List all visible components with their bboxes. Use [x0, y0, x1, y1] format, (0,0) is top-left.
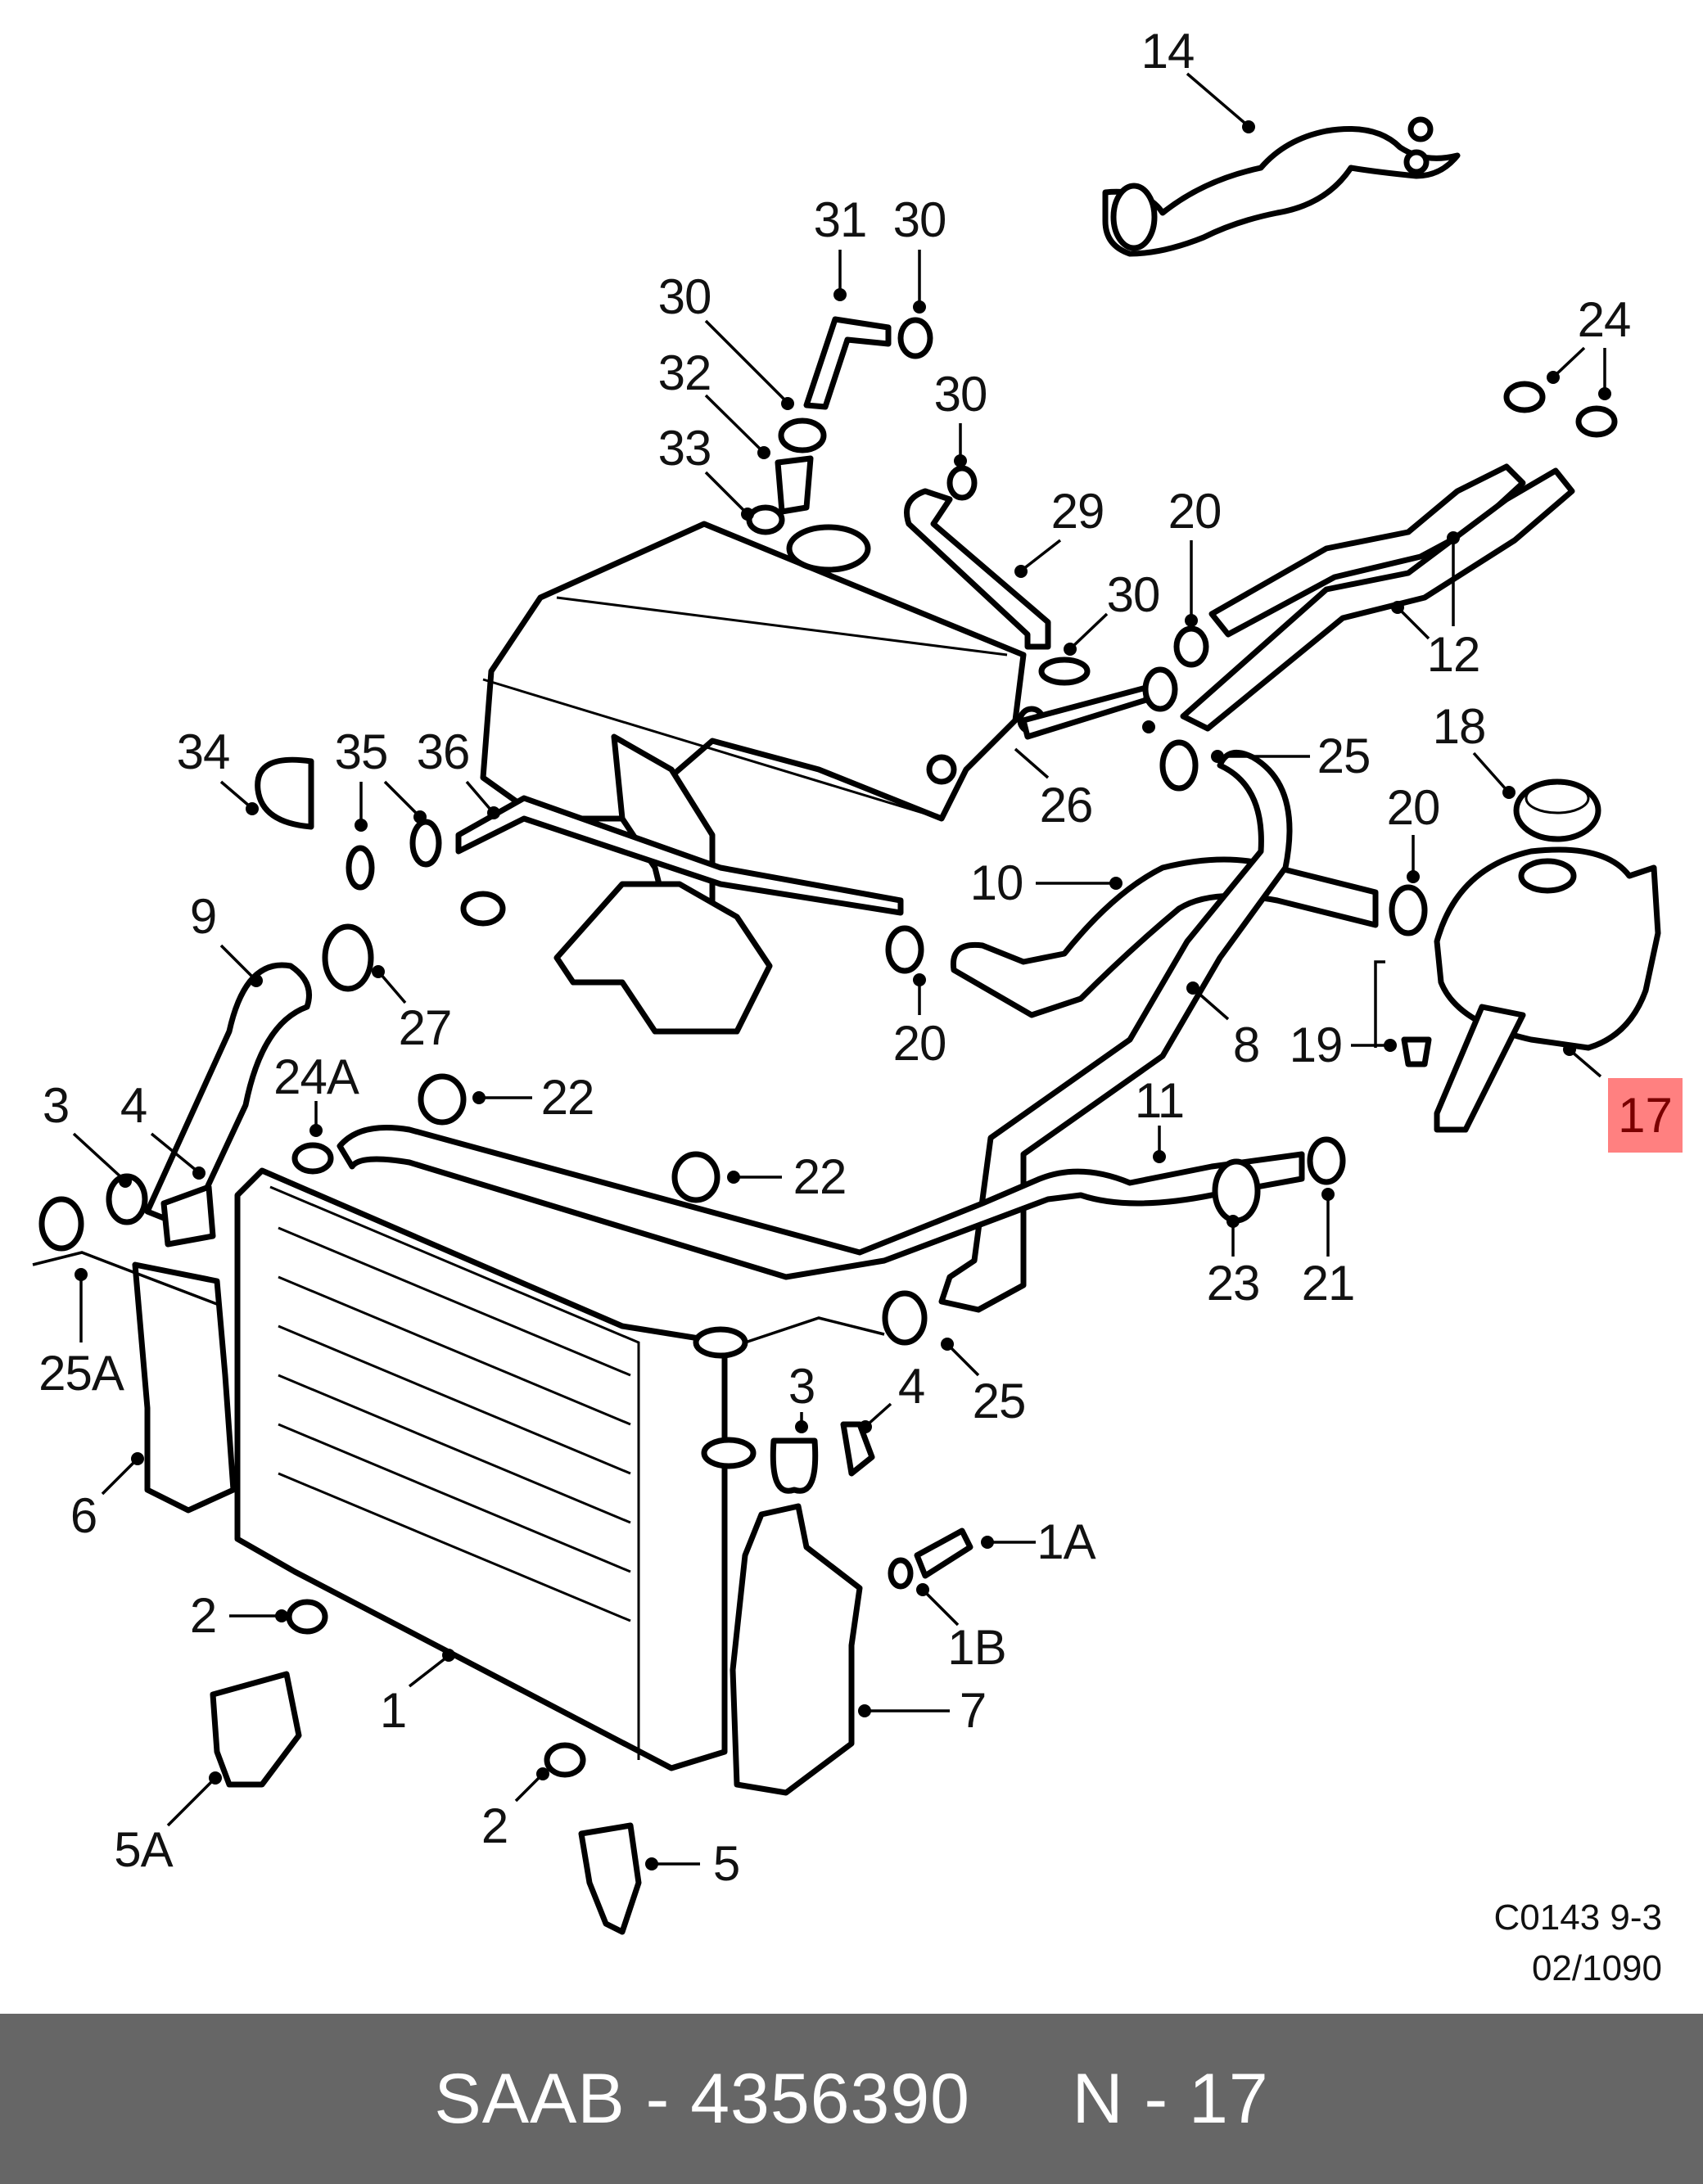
- callout-3: 3: [788, 1359, 815, 1414]
- callout-5: 5: [712, 1836, 740, 1891]
- part-35-clamp: [346, 845, 375, 891]
- part-20-clamp: [1173, 625, 1209, 668]
- part-31-hose: [803, 316, 892, 410]
- part-33-seal: [746, 504, 785, 535]
- part-5A-bracket: [210, 1671, 302, 1788]
- part-30-clamp: [778, 417, 827, 453]
- part-30-clamp: [1038, 657, 1091, 686]
- part-2-mount: [286, 1599, 328, 1635]
- part-20-clamp: [1389, 884, 1428, 936]
- callout-25: 25: [1317, 729, 1371, 783]
- part-1B-seal: [888, 1557, 914, 1590]
- callout-32: 32: [657, 345, 712, 400]
- part-19-screw: [1401, 1036, 1432, 1067]
- part-number-text: SAAB - 4356390 N - 17: [434, 2059, 1269, 2138]
- callout-25A: 25A: [38, 1346, 124, 1401]
- part-24-clamp: [1575, 405, 1618, 438]
- part-7-shroud: [730, 1503, 863, 1796]
- callout-26: 26: [1039, 778, 1094, 833]
- part-12-heater-pipes: [1180, 463, 1575, 732]
- callout-4: 4: [897, 1359, 925, 1414]
- part-18-cap: [1513, 778, 1601, 842]
- callout-24A: 24A: [273, 1049, 359, 1104]
- callout-30: 30: [1106, 567, 1161, 622]
- part-2-mount: [544, 1742, 586, 1778]
- part-34-hose: [255, 756, 314, 830]
- callout-27: 27: [398, 1000, 453, 1055]
- callout-22: 22: [540, 1070, 595, 1125]
- part-36-seal: [460, 891, 506, 927]
- callout-1A: 1A: [1037, 1514, 1095, 1569]
- part-4-bracket: [160, 1184, 216, 1248]
- callout-20: 20: [1386, 780, 1441, 835]
- part-5-bracket: [578, 1822, 642, 1935]
- callout-36: 36: [416, 724, 471, 779]
- callout-4: 4: [120, 1078, 147, 1133]
- callout-35: 35: [334, 724, 389, 779]
- part-35-clamp: [409, 819, 442, 868]
- callout-33: 33: [657, 421, 712, 476]
- part-21-clamp: [1307, 1136, 1346, 1185]
- drawing-reference: 02/1090: [1531, 1948, 1662, 1988]
- callout-14: 14: [1141, 24, 1195, 79]
- engine-assembly: [455, 521, 1046, 1035]
- callout-1B: 1B: [947, 1620, 1006, 1675]
- part-17-expansion-tank: [1434, 846, 1661, 1133]
- callout-2: 2: [189, 1588, 217, 1643]
- callout-21: 21: [1301, 1256, 1356, 1311]
- callout-17-highlighted[interactable]: 17: [1608, 1078, 1683, 1153]
- part-20-clamp: [885, 925, 924, 974]
- callout-19: 19: [1289, 1018, 1344, 1072]
- callout-3: 3: [42, 1078, 70, 1133]
- drawing-code: C0143 9-3: [1493, 1897, 1662, 1938]
- callout-25: 25: [972, 1374, 1027, 1428]
- part-25A-clamp: [38, 1196, 84, 1252]
- callout-5A: 5A: [114, 1822, 173, 1877]
- part-20-clamp: [1142, 666, 1178, 712]
- callout-8: 8: [1232, 1018, 1260, 1072]
- part-30-clamp: [946, 465, 978, 501]
- part-27-clamp: [322, 923, 374, 992]
- callout-6: 6: [70, 1488, 97, 1543]
- part-3-bushing: [770, 1437, 819, 1494]
- callout-30: 30: [892, 192, 947, 247]
- callout-31: 31: [813, 192, 868, 247]
- leader-lines: [32, 72, 1611, 1870]
- callout-11: 11: [1134, 1073, 1185, 1128]
- part-6-shroud: [132, 1261, 237, 1514]
- callout-20: 20: [892, 1016, 947, 1071]
- part-24A-clamp: [291, 1142, 334, 1175]
- callout-20: 20: [1168, 484, 1222, 539]
- part-14-heater-hose: [1102, 116, 1461, 257]
- callout-10: 10: [969, 855, 1024, 910]
- part-1-radiator: [234, 1167, 757, 1771]
- part-22-clip: [418, 1073, 467, 1126]
- part-30-clamp: [897, 317, 933, 359]
- part-23-clip: [1212, 1158, 1261, 1224]
- callout-23: 23: [1206, 1256, 1261, 1311]
- part-number-banner: SAAB - 4356390 N - 17: [0, 2014, 1703, 2184]
- part-25-clamp: [882, 1290, 928, 1346]
- callout-9: 9: [189, 889, 217, 944]
- part-29-hose: [904, 488, 1051, 650]
- callout-2: 2: [481, 1798, 508, 1853]
- callout-12: 12: [1426, 627, 1481, 682]
- callout-30: 30: [933, 367, 988, 422]
- part-32-nipple: [775, 455, 814, 515]
- callout-29: 29: [1050, 484, 1105, 539]
- callout-22: 22: [793, 1149, 847, 1204]
- diagram-artwork: [32, 72, 1661, 1935]
- part-24-clamp: [1503, 381, 1546, 413]
- callout-34: 34: [176, 724, 231, 779]
- callout-18: 18: [1432, 699, 1487, 754]
- parts-diagram: 14 31 30 30 32 33 30 29 20 30 24 12 18 2…: [32, 24, 1683, 1988]
- part-22-clip: [671, 1151, 720, 1203]
- callout-30: 30: [657, 269, 712, 324]
- callout-1: 1: [379, 1683, 407, 1738]
- part-4-bracket: [840, 1421, 875, 1477]
- part-25-clamp: [1159, 739, 1199, 792]
- callout-24: 24: [1577, 292, 1632, 347]
- callout-7: 7: [959, 1683, 987, 1738]
- part-1A-sensor: [914, 1527, 973, 1579]
